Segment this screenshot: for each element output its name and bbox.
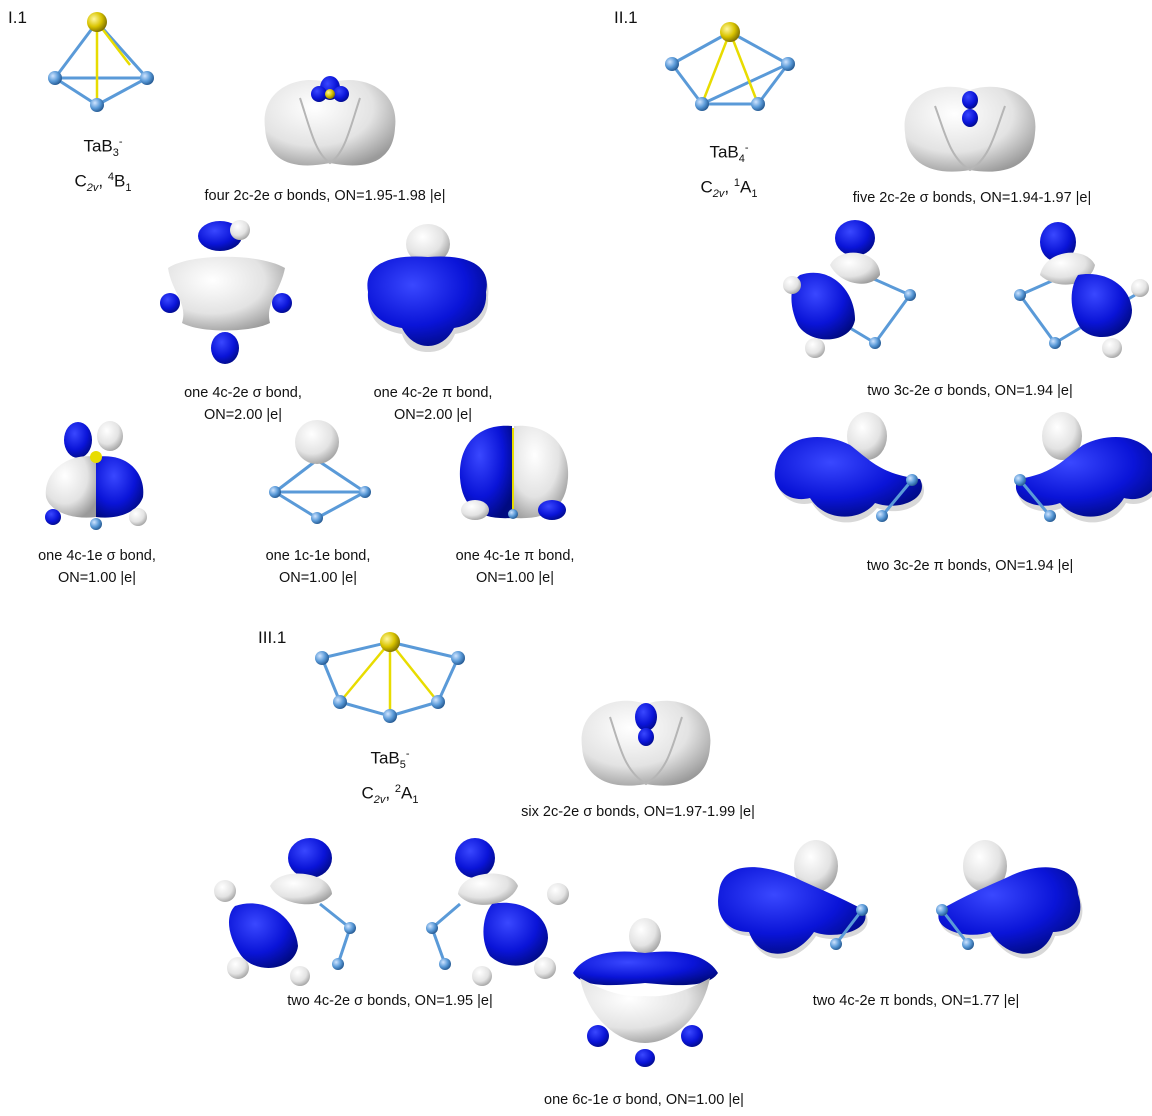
orbital-III-pi-4c-b [936,840,1083,959]
tab3-structure [48,12,154,112]
caption-III-sigma-4c: two 4c-2e σ bonds, ON=1.95 |e| [287,993,493,1009]
caption-III-sigma-6c: one 6c-1e σ bond, ON=1.00 |e| [544,1092,744,1108]
orbital-I-sigma-2c [264,76,396,166]
caption-II-pi-3c: two 3c-2e π bonds, ON=1.94 |e| [866,558,1074,574]
panel-label-III: III.1 [258,628,287,647]
orbital-II-sigma-3c-a [783,220,916,358]
orbital-III-sigma-4c-b [426,838,569,986]
tab5-structure [315,632,465,723]
orbital-III-sigma-2c [581,700,711,786]
tab3-formula: TaB3- C2v, 4B1 [74,136,132,195]
caption-I-pi-4c-1e-l1: one 4c-1e π bond, [455,548,575,564]
orbital-III-sigma-6c [573,918,718,1067]
caption-III-pi-4c: two 4c-2e π bonds, ON=1.77 |e| [812,993,1020,1009]
panel-label-I: I.1 [8,8,27,27]
orbital-II-sigma-2c [904,86,1036,172]
orbital-I-sigma-4c-1e [45,421,147,530]
caption-I-1c-1e-l1: one 1c-1e bond, [265,548,371,564]
caption-I-pi-4c-1e-l2: ON=1.00 |e| [475,570,555,586]
panel-label-II: II.1 [614,8,638,27]
orbital-III-sigma-4c-a [214,838,356,986]
caption-I-sigma-4c-1e-l1: one 4c-1e σ bond, [38,548,156,564]
orbital-I-pi-4c-1e [459,425,569,520]
orbital-II-pi-3c-a [774,412,924,523]
orbital-I-1c-1e [269,420,371,524]
orbital-II-sigma-3c-b [1014,222,1149,358]
caption-III-sigma-2c: six 2c-2e σ bonds, ON=1.97-1.99 |e| [521,804,755,820]
orbital-I-pi-4c-2e [367,224,489,352]
caption-I-sigma-4c-2e-l2: ON=2.00 |e| [203,407,283,423]
orbital-II-pi-3c-b [1014,412,1152,523]
caption-I-sigma-2c: four 2c-2e σ bonds, ON=1.95-1.98 |e| [204,188,446,204]
orbital-III-pi-4c-a [718,840,868,959]
caption-I-pi-4c-2e-l1: one 4c-2e π bond, [373,385,493,401]
tab4-formula: TaB4- C2v, 1A1 [700,142,758,201]
caption-II-sigma-3c: two 3c-2e σ bonds, ON=1.94 |e| [867,383,1073,399]
ta-atom [87,12,107,32]
caption-I-pi-4c-2e-l2: ON=2.00 |e| [393,407,473,423]
caption-II-sigma-2c: five 2c-2e σ bonds, ON=1.94-1.97 |e| [852,190,1092,206]
orbital-I-sigma-4c-2e [160,220,292,364]
caption-I-1c-1e-l2: ON=1.00 |e| [278,570,358,586]
caption-I-sigma-4c-1e-l2: ON=1.00 |e| [57,570,137,586]
caption-I-sigma-4c-2e-l1: one 4c-2e σ bond, [184,385,302,401]
tab4-structure [665,22,795,111]
tab5-formula: TaB5- C2v, 2A1 [361,748,419,807]
